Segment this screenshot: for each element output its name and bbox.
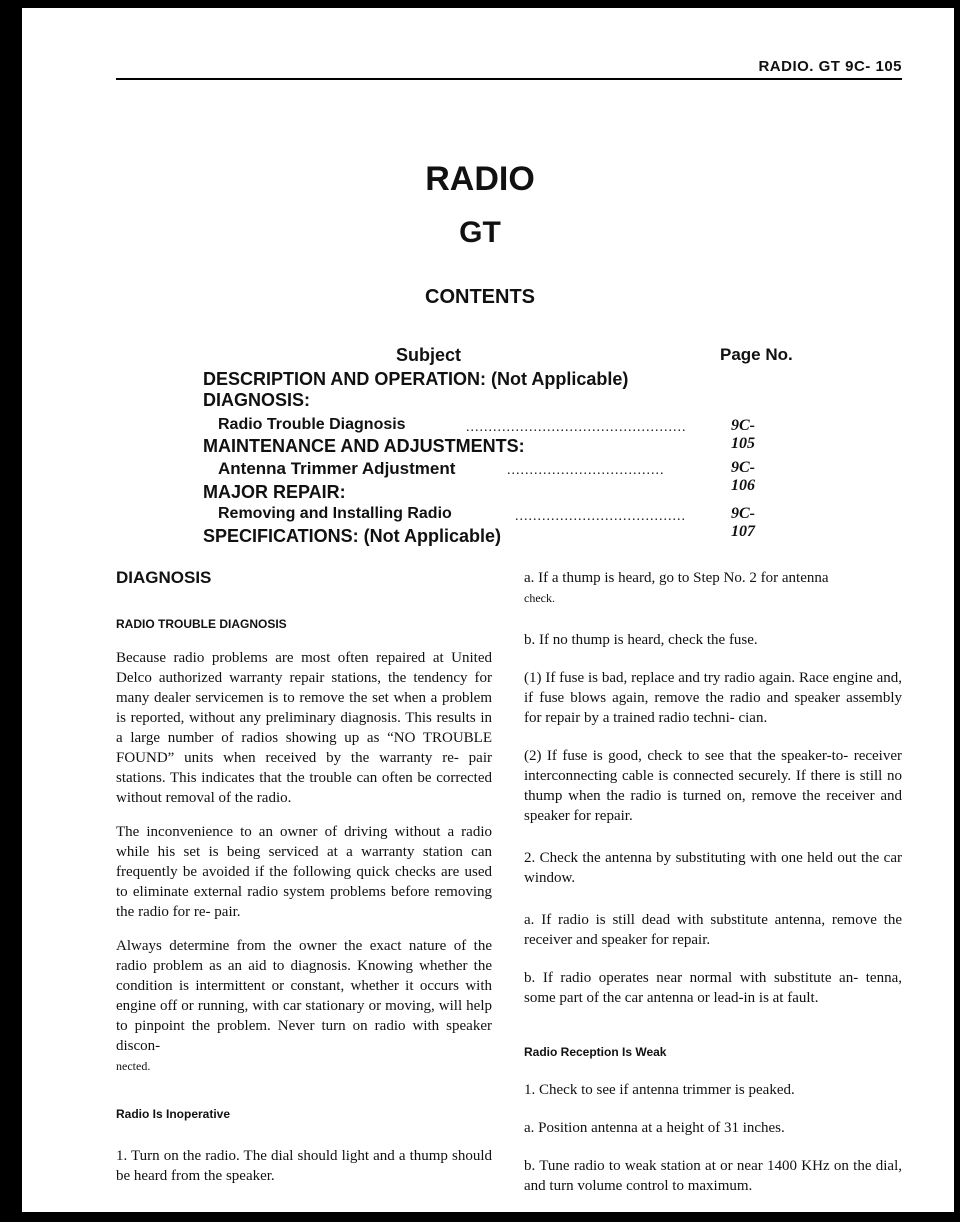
paragraph: (1) If fuse is bad, replace and try radi… <box>524 670 902 726</box>
toc-page-number: 9C-106 <box>731 459 755 494</box>
paragraph-end: nected. <box>116 1059 151 1073</box>
paragraph: b. If no thump is heard, check the fuse. <box>524 632 758 648</box>
paragraph: a. If a thump is heard, go to Step No. 2… <box>524 570 829 586</box>
paragraph: Because radio problems are most often re… <box>116 650 492 806</box>
toc-leader-dots: ...................................... <box>515 509 686 524</box>
scan-border-top <box>0 0 960 8</box>
paragraph: (2) If fuse is good, check to see that t… <box>524 748 902 824</box>
scan-border-right <box>954 0 960 1222</box>
toc-entry: MAINTENANCE AND ADJUSTMENTS: <box>203 436 525 456</box>
running-head: RADIO. GT 9C- 105 <box>758 58 902 75</box>
toc-page-label: Page No. <box>720 345 793 364</box>
toc-entry: Antenna Trimmer Adjustment <box>218 459 456 478</box>
scan-border-left <box>0 0 22 1222</box>
toc-entry: SPECIFICATIONS: (Not Applicable) <box>203 526 502 546</box>
paragraph: 2. Check the antenna by substituting wit… <box>524 850 902 886</box>
paragraph: 1. Check to see if antenna trimmer is pe… <box>524 1082 795 1098</box>
paragraph-end: check. <box>524 591 555 605</box>
toc-page-number: 9C-107 <box>731 505 755 540</box>
subsection-heading-inoperative: Radio Is Inoperative <box>116 1107 231 1121</box>
toc-page-number: 9C-105 <box>731 417 755 452</box>
toc-leader-dots: ........................................… <box>466 420 687 435</box>
paragraph: b. Tune radio to weak station at or near… <box>524 1158 902 1194</box>
toc-entry: MAJOR REPAIR: <box>203 482 346 502</box>
toc-leader-dots: ................................... <box>507 463 665 478</box>
paragraph: 1. Turn on the radio. The dial should li… <box>116 1148 492 1184</box>
paragraph: b. If radio operates near normal with su… <box>524 970 902 1006</box>
model-title: GT <box>459 216 501 249</box>
paragraph: a. If radio is still dead with substitut… <box>524 912 902 948</box>
toc-entry: DESCRIPTION AND OPERATION: (Not Applicab… <box>203 369 629 389</box>
header-rule <box>116 78 902 80</box>
scan-border-bottom <box>0 1212 960 1222</box>
right-column: a. If a thump is heard, go to Step No. 2… <box>524 568 902 1210</box>
paragraph: The inconvenience to an owner of driving… <box>116 824 492 920</box>
toc-entry: Removing and Installing Radio <box>218 505 452 522</box>
section-heading-diagnosis: DIAGNOSIS <box>116 568 212 587</box>
paragraph: Always determine from the owner the exac… <box>116 938 492 1054</box>
subsection-heading-trouble-diagnosis: RADIO TROUBLE DIAGNOSIS <box>116 617 287 631</box>
subsection-heading-weak-reception: Radio Reception Is Weak <box>524 1045 667 1059</box>
contents-title: CONTENTS <box>425 286 535 308</box>
toc-entry: Radio Trouble Diagnosis <box>218 416 406 433</box>
toc-entry: DIAGNOSIS: <box>203 390 311 410</box>
page-title: RADIO <box>425 160 535 198</box>
left-column: DIAGNOSIS RADIO TROUBLE DIAGNOSIS Becaus… <box>116 568 492 1200</box>
toc-subject-label: Subject <box>396 345 462 365</box>
paragraph: a. Position antenna at a height of 31 in… <box>524 1120 785 1136</box>
